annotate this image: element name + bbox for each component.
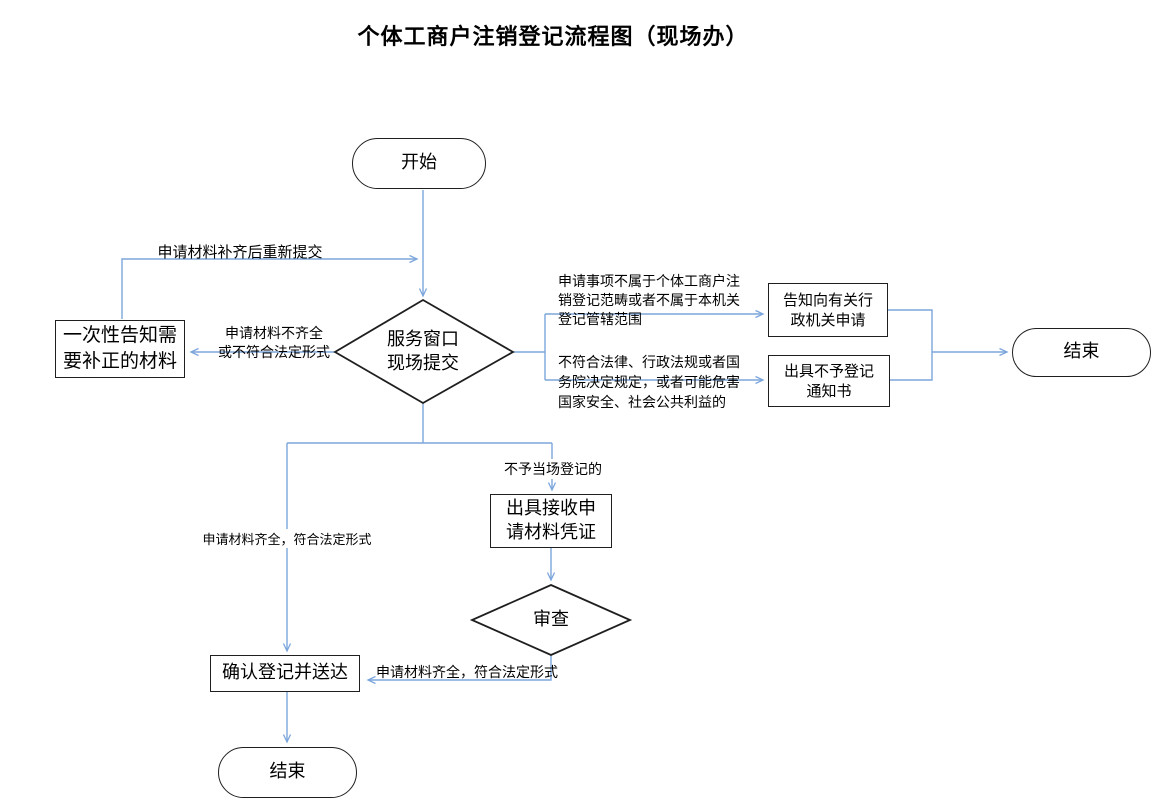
node-inform-other-authority: 告知向有关行 政机关申请	[768, 283, 888, 337]
connector-resubmit	[121, 254, 419, 319]
node-notify-correction: 一次性告知需 要补正的材料	[55, 320, 185, 378]
edge-label-out-of-scope: 申请事项不属于个体工商户注 销登记范畴或者不属于本机关 登记管辖范围	[558, 274, 740, 328]
node-end-right: 结束	[1012, 328, 1151, 377]
edge-label-resubmit: 申请材料补齐后重新提交	[157, 243, 323, 261]
node-start: 开始	[352, 138, 486, 189]
node-window-decision-label: 服务窗口 现场提交	[387, 328, 459, 374]
connector-window-bottom-branch	[287, 403, 552, 444]
node-confirm-registration: 确认登记并送达	[210, 655, 360, 692]
edge-label-incomplete: 申请材料不齐全 或不符合法定形式	[218, 326, 330, 361]
edge-label-complete-to-confirm: 申请材料齐全，符合法定形式	[199, 529, 375, 548]
node-receipt-voucher: 出具接收申 请材料凭证	[490, 494, 612, 548]
edge-label-not-onsite: 不予当场登记的	[503, 459, 603, 479]
edge-label-illegal: 不符合法律、行政法规或者国 务院决定规定，或者可能危害 国家安全、社会公共利益的	[558, 355, 740, 411]
node-end-bottom: 结束	[218, 747, 357, 798]
node-refusal-notice: 出具不予登记 通知书	[768, 355, 890, 407]
node-review-decision-label: 审查	[533, 608, 569, 630]
connector-review-to-confirm	[366, 655, 552, 685]
edge-label-complete-after-review: 申请材料齐全，符合法定形式	[376, 665, 558, 681]
decision-window-shape	[333, 298, 515, 405]
decision-review-shape	[469, 584, 633, 656]
connector-merge-bracket	[888, 309, 933, 381]
page-title: 个体工商户注销登记流程图（现场办）	[357, 24, 749, 50]
